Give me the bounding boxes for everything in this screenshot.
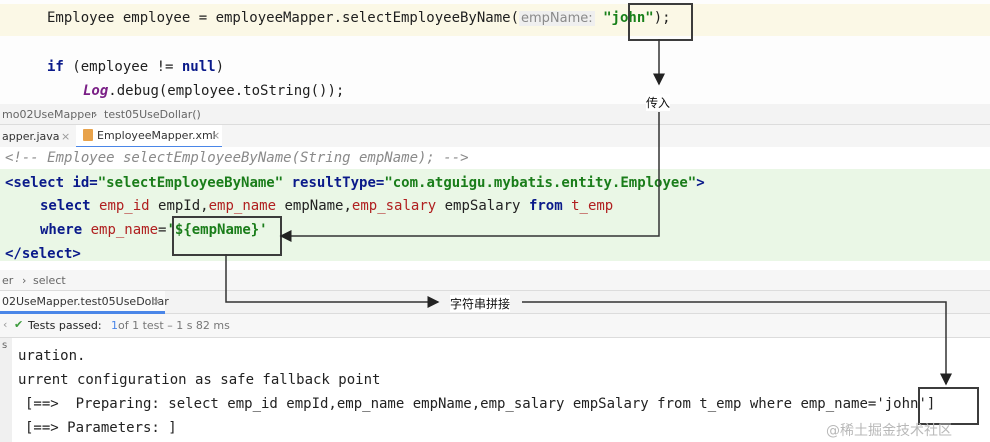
breadcrumb-separator-icon: › [93,108,98,121]
xml-select-close-tag[interactable]: </select> [5,246,81,262]
tests-passed-count: 1 [111,319,118,332]
sql-column: emp_id [99,198,150,214]
sql-select-line[interactable]: select emp_id empId,emp_name empName,emp… [40,198,613,214]
dollar-placeholder: '${empName}' [166,222,268,238]
arrow-to-placeholder [279,112,660,242]
console-line-3: [==> Preparing: select emp_id empId,emp_… [25,396,935,412]
console-line-4: [==> Parameters: ] [25,420,177,436]
keyword-if: if [47,59,64,75]
sql-column: emp_name [208,198,277,214]
condition-end: ) [215,59,225,75]
breadcrumb-method[interactable]: test05UseDollar() [104,108,201,121]
breadcrumb-select[interactable]: select [33,274,66,287]
xml-select-open-tag[interactable]: <select id="selectEmployeeByName" result… [5,175,705,191]
tests-passed-label: Tests passed: [28,319,102,332]
console-line-1: uration. [18,348,86,364]
watermark: @稀土掘金技术社区 [826,423,952,439]
sql-alias: empId, [149,198,209,214]
xml-breadcrumb-bar: er › select [0,270,990,291]
concatenated-value-callout-box [918,387,979,425]
substituted-value: 'john' [876,396,927,412]
john-argument-callout-box [628,3,693,41]
log-field: Log [83,83,109,99]
select-block-highlight [0,169,990,261]
console-output[interactable] [0,338,990,442]
console-gutter: s [0,338,12,442]
sql-keyword-from: from [528,198,563,214]
line-end: ] [926,396,936,412]
console-line-2: urrent configuration as safe fallback po… [18,372,381,388]
attr-id: id= [64,175,98,191]
java-code-line-1[interactable]: Employee employee = employeeMapper.selec… [47,10,671,26]
java-code-line-2[interactable]: if (employee != null) [47,59,224,75]
sql-column: emp_name [90,222,159,238]
tag-end: > [696,175,705,191]
arrow-to-concat-label [225,254,440,308]
parameter-hint: empName: [519,11,595,26]
java-code-line-3[interactable]: Log.debug(employee.toString()); [83,83,344,99]
sql-column: emp_salary [351,198,437,214]
condition-text: (employee != [63,59,182,75]
tab-employee-mapper-java[interactable]: apper.java [2,130,60,143]
tab-close-icon[interactable]: × [152,295,162,308]
run-tab[interactable]: 02UseMapper.test05UseDollar × [0,291,169,314]
debug-call: .debug(employee.toString()); [108,83,345,99]
breadcrumb-separator-icon: › [22,274,27,287]
editor-breadcrumb-bar: mo02UseMapper › test05UseDollar() [0,104,990,125]
method-call: Employee employee = employeeMapper.selec… [47,10,520,26]
sql-table: t_emp [571,198,614,214]
check-icon: ✔ [14,318,24,331]
test-status-bar: ‹ ✔ Tests passed: 1 of 1 test – 1 s 82 m… [0,314,990,338]
tag-select: <select [5,175,65,191]
sql-alias: empSalary [436,198,521,214]
xml-comment: <!-- Employee selectEmployeeByName(Strin… [5,150,469,166]
attr-result-type-value: "com.atguigu.mybatis.entity.Employee" [384,175,697,191]
string-concat-label: 字符串拼接 [450,295,511,312]
sql-keyword-where: where [40,222,83,238]
xml-file-icon [83,129,93,141]
preparing-sql: [==> Preparing: select emp_id empId,emp_… [25,396,877,412]
sql-equals: = [158,222,167,238]
sql-keyword-select: select [40,198,91,214]
tab-label: EmployeeMapper.xml [97,129,216,142]
attr-result-type: resultType= [283,175,385,191]
call-suffix: ); [653,10,671,26]
tab-close-icon[interactable]: × [211,129,221,142]
tab-close-icon[interactable]: × [61,130,71,143]
keyword-null: null [181,59,216,75]
chevron-left-icon[interactable]: ‹ [3,318,8,331]
breadcrumb-mapper[interactable]: er [2,274,14,287]
run-tab-label: 02UseMapper.test05UseDollar [2,295,169,308]
arrow-to-result [522,301,952,386]
gutter-glyph: s [2,340,8,351]
sql-where-line[interactable]: where emp_name='${empName}' [40,222,268,238]
current-line-highlight [0,4,990,36]
pass-in-label: 传入 [646,94,671,111]
test-summary: of 1 test – 1 s 82 ms [118,319,230,332]
sql-alias: empName, [276,198,352,214]
breadcrumb-class[interactable]: mo02UseMapper [2,108,96,121]
attr-id-value: "selectEmployeeByName" [97,175,284,191]
